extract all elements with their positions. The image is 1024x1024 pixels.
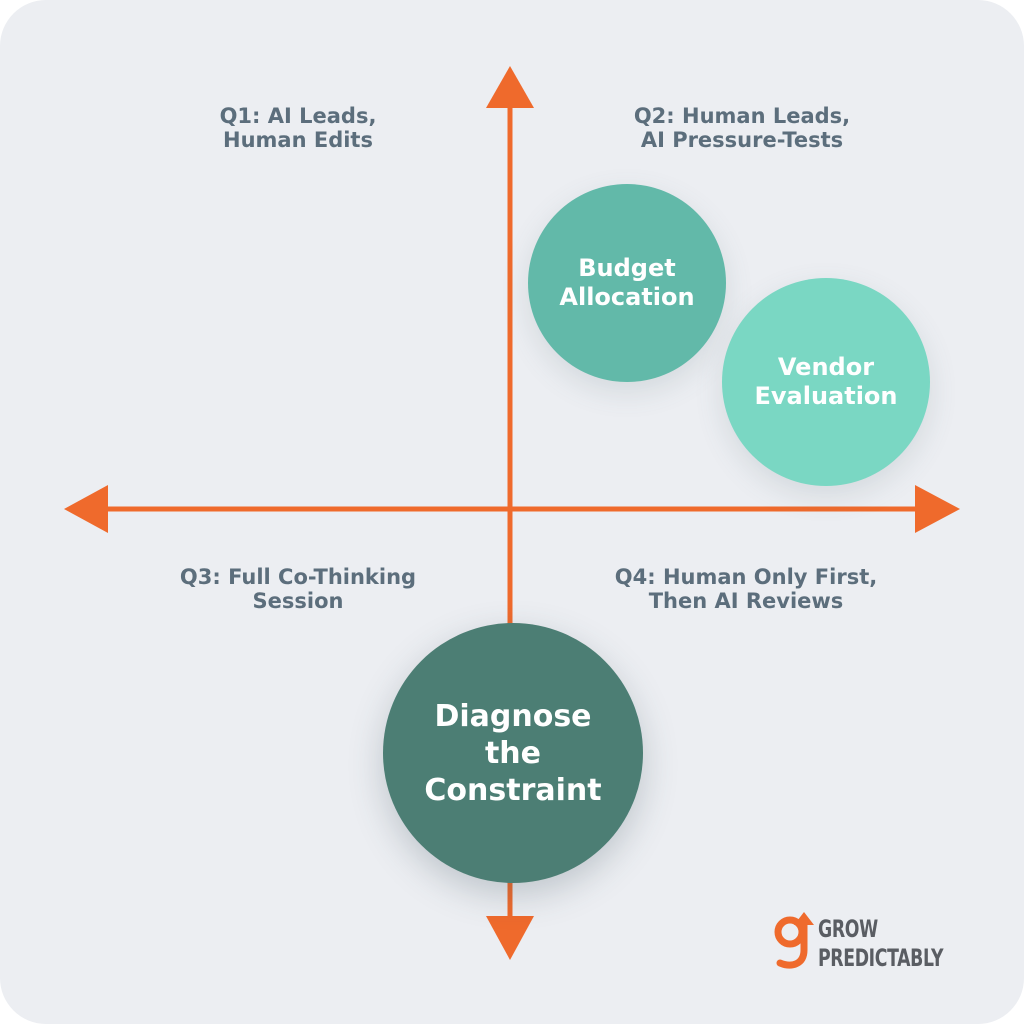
quadrant-label-q4: Q4: Human Only First, Then AI Reviews bbox=[614, 565, 878, 613]
diagnose-constraint-bubble: Diagnose the Constraint bbox=[383, 623, 643, 883]
diagnose-constraint-label: Diagnose the Constraint bbox=[424, 698, 602, 808]
arrow-up-icon bbox=[486, 66, 534, 108]
logo-line-grow: GROW bbox=[818, 915, 878, 943]
budget-allocation-bubble: Budget Allocation bbox=[528, 184, 726, 382]
quadrant-label-q3: Q3: Full Co-Thinking Session bbox=[179, 565, 417, 613]
arrow-left-icon bbox=[64, 485, 108, 533]
vendor-evaluation-label: Vendor Evaluation bbox=[754, 353, 898, 410]
quadrant-label-q1: Q1: AI Leads, Human Edits bbox=[219, 104, 377, 152]
budget-allocation-label: Budget Allocation bbox=[559, 254, 695, 311]
grow-predictably-logo: GROW PREDICTABLY bbox=[770, 912, 980, 974]
logo-line-predictably: PREDICTABLY bbox=[818, 944, 944, 972]
arrow-right-icon bbox=[915, 485, 960, 533]
quadrant-label-q2: Q2: Human Leads, AI Pressure-Tests bbox=[633, 104, 851, 152]
g-arrow-logo-icon bbox=[774, 912, 814, 969]
arrow-down-icon bbox=[486, 916, 534, 960]
logo-wordmark: GROW PREDICTABLY bbox=[818, 915, 943, 973]
vendor-evaluation-bubble: Vendor Evaluation bbox=[722, 278, 930, 486]
